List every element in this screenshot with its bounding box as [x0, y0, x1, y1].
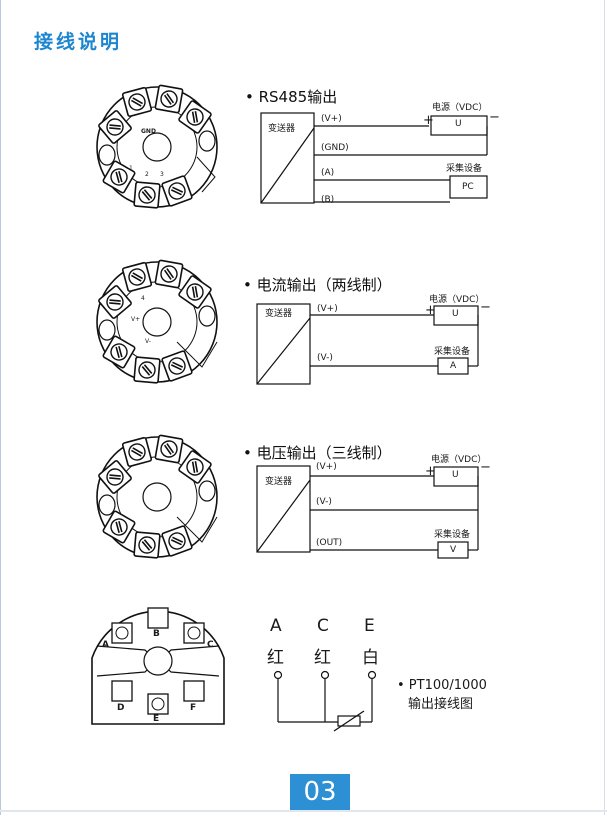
- terminal-module-1: [97, 85, 217, 208]
- minus-sign-1: −: [489, 110, 500, 125]
- source-label-1: U: [455, 119, 462, 129]
- pt-wire-letter: C: [317, 616, 329, 636]
- source-label-2: U: [452, 309, 459, 319]
- source-label-3: U: [452, 470, 459, 480]
- wiring-rs485: [260, 112, 488, 204]
- plus-sign-2: +: [425, 303, 436, 318]
- section-heading-voltage: • 电压输出（三线制）: [243, 444, 392, 462]
- module-terminal-number: 3: [160, 171, 164, 178]
- plus-sign-3: +: [425, 464, 436, 479]
- transmitter-label-2: 变送器: [265, 309, 293, 319]
- pt-letter-a: A: [102, 640, 109, 650]
- footer-divider: [0, 810, 607, 812]
- module-terminal-number: 1: [129, 165, 133, 172]
- power-label-2: 电源（VDC）: [429, 295, 485, 305]
- pt-wire-letter: A: [270, 616, 282, 636]
- plus-sign-1: +: [423, 113, 434, 128]
- pt-wiring: [273, 670, 377, 732]
- device-box-3: V: [450, 545, 457, 555]
- wiring-current: [256, 303, 479, 385]
- wiring-voltage: [256, 465, 479, 559]
- minus-sign-2: −: [480, 300, 491, 315]
- wire-label: (OUT): [316, 538, 343, 548]
- terminal-module-2: [97, 260, 217, 383]
- module-terminal-number: 2: [145, 171, 149, 178]
- section-heading-current: • 电流输出（两线制）: [243, 276, 392, 294]
- wire-label: (V-): [316, 497, 332, 507]
- pt-wire-color: 白: [362, 648, 379, 668]
- wire-label: (V+): [316, 462, 337, 472]
- module-gnd-label: GND: [141, 128, 156, 135]
- power-label-3: 电源（VDC）: [431, 455, 487, 465]
- wire-label: (A): [321, 168, 335, 178]
- device-box-1: PC: [462, 182, 474, 192]
- pt-caption-line1: • PT100/1000: [397, 678, 487, 693]
- wire-label: (V-): [317, 353, 333, 363]
- pt-wire-color: 红: [267, 648, 284, 668]
- power-label-1: 电源（VDC）: [432, 103, 488, 113]
- device-label-3: 采集设备: [434, 530, 471, 540]
- terminal-module-3: [97, 435, 217, 558]
- module-terminal-number: 4: [141, 295, 145, 302]
- page-title: 接线说明: [34, 31, 123, 53]
- pt-caption-line2: 输出接线图: [408, 697, 474, 712]
- pt-terminal-module: [91, 607, 225, 725]
- pt-letter-e: E: [153, 714, 160, 724]
- transmitter-label-3: 变送器: [265, 477, 293, 487]
- pt-letter-c: C: [207, 640, 214, 650]
- pt-letter-f: F: [190, 703, 197, 713]
- wire-label: (GND): [321, 143, 349, 153]
- module-terminal-label: V+: [131, 316, 141, 323]
- pt-wire-letter: E: [364, 616, 375, 636]
- pt-letter-b: B: [153, 629, 160, 639]
- module-terminal-label: V-: [145, 338, 151, 345]
- page-number: 03: [290, 774, 350, 810]
- minus-sign-3: −: [480, 460, 491, 475]
- section-heading-rs485: • RS485输出: [245, 88, 338, 106]
- wire-label: (V+): [321, 114, 342, 124]
- transmitter-label-1: 变送器: [268, 124, 296, 134]
- wire-label: (B): [321, 195, 335, 205]
- pt-wire-color: 红: [314, 648, 331, 668]
- device-box-2: A: [450, 361, 457, 371]
- device-label-2: 采集设备: [434, 347, 471, 357]
- wire-label: (V+): [317, 304, 338, 314]
- device-label-1: 采集设备: [446, 164, 483, 174]
- pt-letter-d: D: [117, 703, 125, 713]
